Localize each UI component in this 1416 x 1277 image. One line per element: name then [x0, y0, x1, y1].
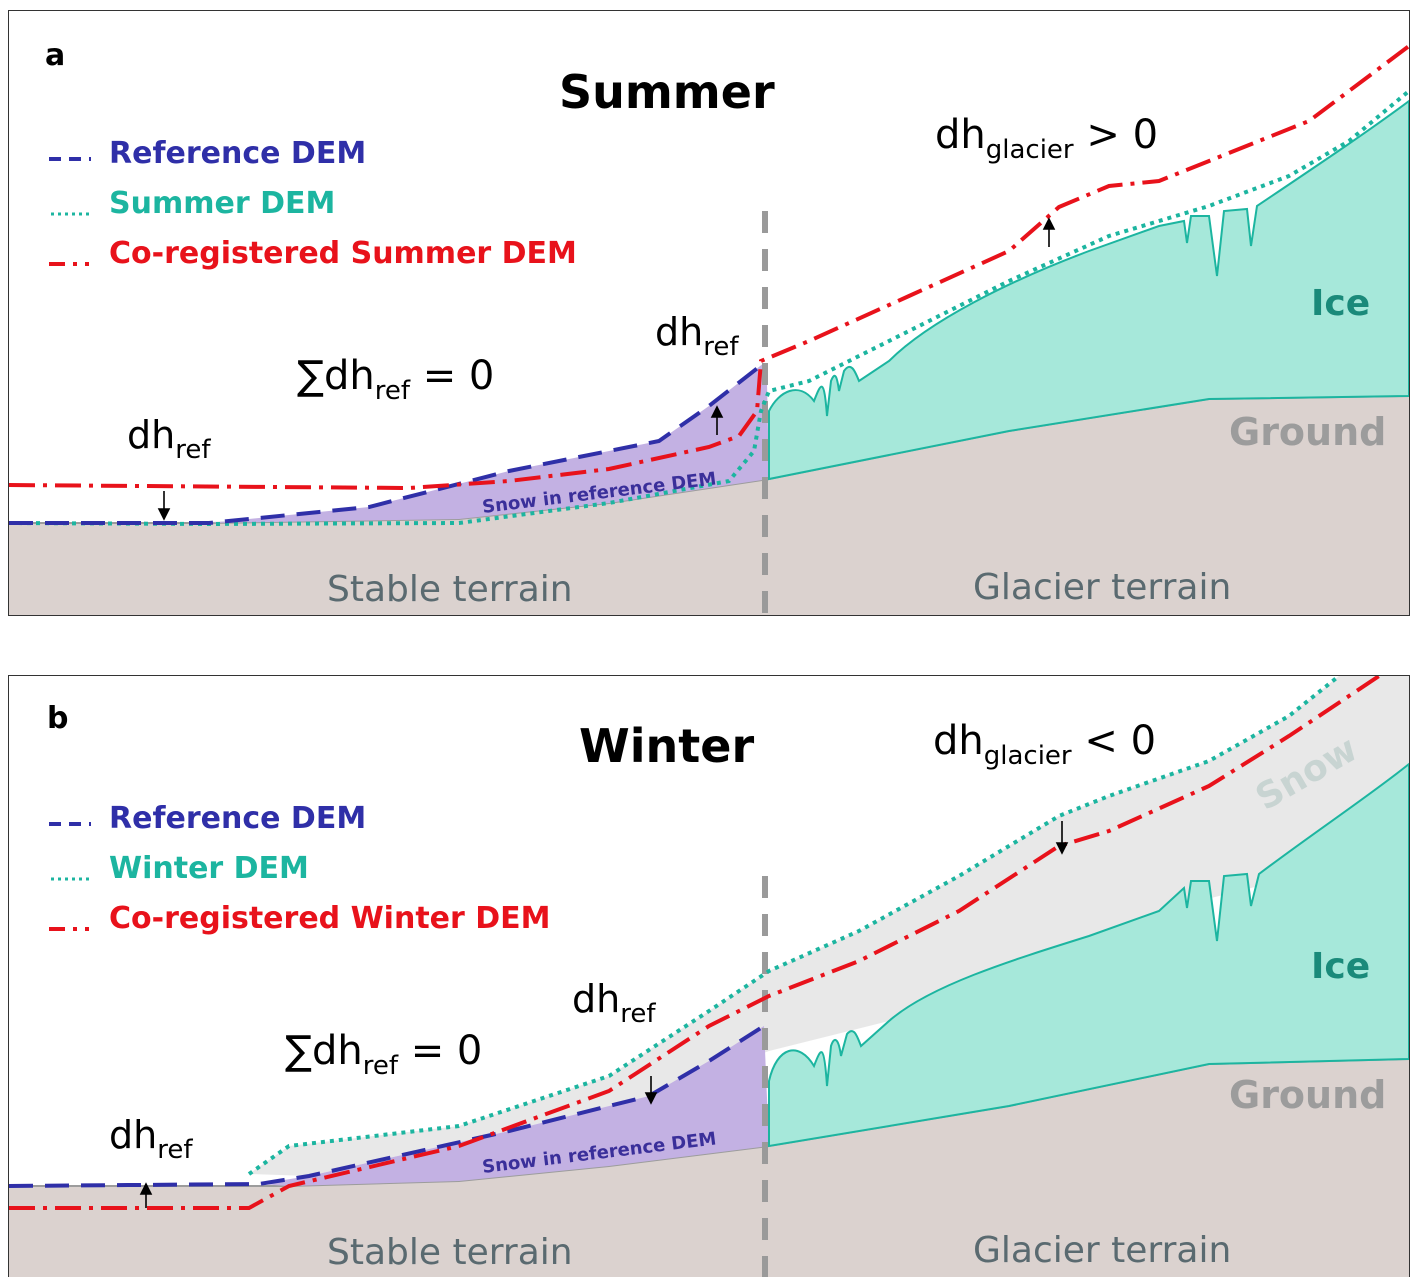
- panel-title: Winter: [579, 719, 754, 773]
- panel-letter: b: [47, 701, 68, 736]
- stable-terrain-label: Stable terrain: [327, 1232, 573, 1273]
- arrow-up-icon: [1042, 217, 1056, 247]
- ice-label: Ice: [1311, 946, 1370, 987]
- stable-terrain-label: Stable terrain: [327, 569, 573, 610]
- arrow-down-icon: [1055, 821, 1069, 855]
- legend-dem-label: Summer DEM: [109, 186, 335, 221]
- panel-title: Summer: [559, 65, 775, 119]
- winter-snow-area: [249, 676, 1409, 1176]
- dh-glacier-label: dhglacier > 0: [935, 112, 1158, 165]
- dh-ref-label: dhref: [127, 413, 211, 465]
- reference-dem-line: [9, 1024, 766, 1188]
- arrow-down-icon: [644, 1076, 658, 1105]
- legend-dem-label: Winter DEM: [109, 851, 309, 886]
- coregistered-dem-line: [9, 676, 1381, 1210]
- dh-ref-label: dhref: [109, 1113, 193, 1165]
- arrow-down-icon: [157, 491, 171, 521]
- coregistered-dem-line: [9, 44, 1409, 491]
- winter-dem-line: [247, 676, 1341, 1176]
- arrow-up-icon: [139, 1182, 153, 1208]
- legend-coregistered-label: Co-registered Winter DEM: [109, 901, 551, 936]
- panel-letter: a: [45, 38, 65, 73]
- legend-coregistered-label: Co-registered Summer DEM: [109, 236, 577, 271]
- glacier-terrain-label: Glacier terrain: [973, 1230, 1231, 1271]
- glacier-terrain-label: Glacier terrain: [973, 567, 1231, 608]
- snow-in-reference-area: [259, 1026, 769, 1186]
- legend-reference-label: Reference DEM: [109, 801, 366, 836]
- arrow-up-icon: [710, 405, 724, 435]
- ground-label: Ground: [1229, 410, 1386, 454]
- ice-area: [768, 99, 1409, 481]
- sum-dh-ref-label: ∑dhref = 0: [297, 353, 494, 406]
- summer-diagram: a Summer Reference DEM Summer DEM Co-reg…: [9, 38, 1409, 615]
- ice-area: [768, 762, 1409, 1148]
- panel-winter: b Winter Reference DEM Winter DEM Co-reg…: [8, 675, 1410, 1277]
- snow-in-reference-area: [9, 363, 769, 523]
- ground-area: [9, 396, 1409, 615]
- summer-dem-line: [9, 89, 1409, 527]
- ground-area: [9, 1059, 1409, 1277]
- sum-dh-ref-label: ∑dhref = 0: [285, 1028, 482, 1081]
- reference-dem-line: [9, 361, 766, 525]
- ground-label: Ground: [1229, 1073, 1386, 1117]
- dh-ref-slope-label: dhref: [655, 310, 739, 362]
- dh-ref-slope-label: dhref: [572, 977, 656, 1029]
- dh-glacier-label: dhglacier < 0: [933, 718, 1156, 771]
- panel-summer: a Summer Reference DEM Summer DEM Co-reg…: [8, 10, 1410, 616]
- legend-reference-label: Reference DEM: [109, 136, 366, 171]
- winter-diagram: b Winter Reference DEM Winter DEM Co-reg…: [9, 676, 1409, 1277]
- ice-label: Ice: [1311, 283, 1370, 324]
